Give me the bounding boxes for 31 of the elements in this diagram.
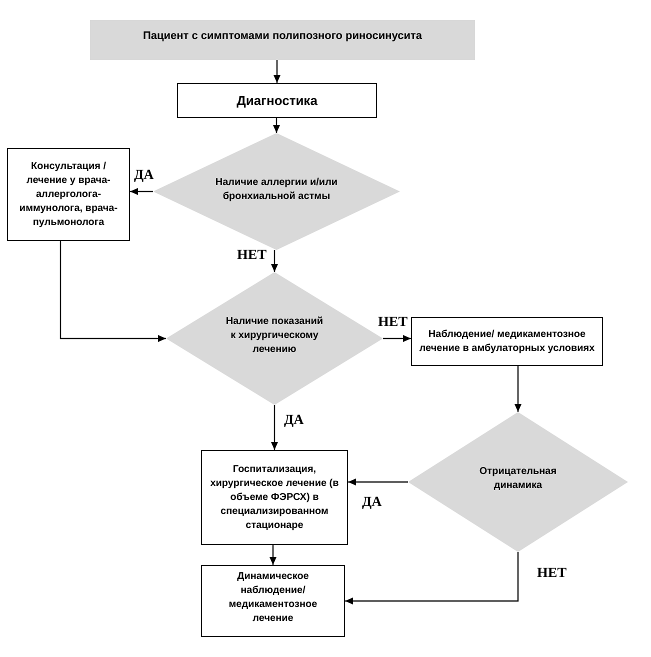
- arrow: [348, 478, 408, 486]
- process-box: [411, 317, 603, 366]
- start-band: [90, 20, 475, 60]
- arrow: [130, 188, 153, 195]
- decision-text: Отрицательная динамика: [478, 465, 558, 493]
- arrow: [345, 552, 519, 604]
- arrow: [274, 60, 280, 83]
- process-text: Динамическое наблюдение/ медикаментозное лечение: [228, 570, 318, 626]
- process-text: Диагностика: [236, 92, 318, 109]
- decision-text: Наличие показаний к хирургическому лечению: [224, 314, 324, 356]
- decision-text: Наличие аллергии и/или бронхиальной астмы: [214, 176, 339, 204]
- arrow: [514, 366, 522, 412]
- arrow: [271, 405, 278, 450]
- decision-diamond: [408, 412, 628, 552]
- arrow: [60, 241, 166, 342]
- arrow: [270, 545, 276, 565]
- process-text: Наблюдение/ медикаментозное лечение в амбулаторных условиях: [418, 328, 596, 356]
- edge-label: ДА: [361, 495, 383, 511]
- arrow: [271, 250, 278, 272]
- process-box: [7, 148, 130, 241]
- process-box: [201, 565, 345, 637]
- process-text: Консультация /лечение у врача-аллерголога-иммунолога, врача-пульмонолога: [18, 160, 119, 230]
- edge-label: ДА: [283, 413, 305, 429]
- process-box: [177, 83, 377, 118]
- decision-diamond: [153, 133, 400, 250]
- arrow: [383, 335, 411, 342]
- start-text: Пациент с симптомами полипозного риносинусита: [142, 28, 424, 44]
- edge-label: ДА: [133, 168, 155, 184]
- arrow: [273, 118, 280, 133]
- process-text: Госпитализация, хирургическое лечение (в объеме ФЭРСХ) в специализированном стационаре: [209, 462, 340, 532]
- process-box: [201, 450, 348, 545]
